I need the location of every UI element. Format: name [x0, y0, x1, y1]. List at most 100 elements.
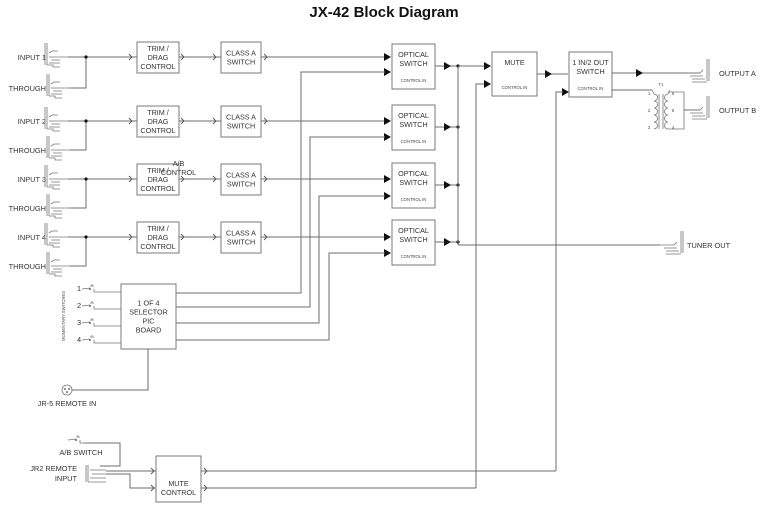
jack-sleeve [44, 165, 48, 187]
ab-switch [67, 435, 84, 444]
ab-control-wire [555, 91, 563, 471]
signal-chevron-icon [180, 175, 185, 183]
through-jack-4 [46, 252, 70, 277]
trim-drag-control-4-label: TRIM / [147, 224, 169, 233]
class-a-switch-4-frame [220, 221, 262, 254]
switch-pivot [89, 339, 91, 341]
trim-drag-control-3-label: TRIM / [147, 166, 169, 175]
mute-block-control-in-label: CONTROL IN [502, 85, 528, 90]
optical-switch-1-control-in-label: CONTROL IN [401, 78, 427, 83]
ab-switch-label: A/B SWITCH [59, 448, 102, 457]
junction-dot [84, 177, 88, 181]
signal-chevron-icon [128, 117, 133, 125]
signal-chevron-icon [263, 175, 268, 183]
jack-sleeve [46, 74, 50, 96]
trim-drag-control-3-label: CONTROL [140, 184, 175, 193]
signal-chevron-icon [128, 175, 133, 183]
signal-chevron-icon [150, 484, 155, 492]
jack-sleeve [44, 43, 48, 65]
signal-chevron-icon [263, 233, 268, 241]
jack-sleeve [680, 231, 684, 253]
momentary-switch-number-4: 4 [77, 335, 81, 344]
class-a-switch-4-label: SWITCH [227, 238, 255, 247]
output-b-jack [686, 96, 710, 120]
trim-drag-control-1-label: TRIM / [147, 44, 169, 53]
tuner-out-jack [660, 231, 684, 255]
signal-chevron-icon [203, 467, 208, 475]
transformer-secondary-coil [664, 93, 669, 130]
optical-switch-2-control-in-label: CONTROL IN [401, 139, 427, 144]
switch-contacts [67, 435, 84, 444]
jack-sleeve [44, 107, 48, 129]
ab-switch-wire [84, 442, 121, 467]
diagram-title: JX-42 Block Diagram [309, 4, 459, 21]
optical-switch-4-label: SWITCH [399, 235, 427, 244]
jr2-remote-jack [85, 465, 106, 483]
momentary-switch-number-2: 2 [77, 301, 81, 310]
junction-dot [84, 235, 88, 239]
signal-chevron-icon [263, 53, 268, 61]
class-a-switch-1-label: SWITCH [227, 58, 255, 67]
switch-pivot [89, 322, 91, 324]
jr5-wire [72, 349, 149, 391]
class-a-switch-3-label: SWITCH [227, 180, 255, 189]
trim-drag-control-1-label: CONTROL [140, 62, 175, 71]
trim-drag-control-1-frame [136, 41, 180, 74]
junction-dot [84, 55, 88, 59]
one-in-two-out-switch-frame [568, 51, 613, 98]
jack-contacts [88, 469, 106, 483]
selector-control-wire-1 [176, 71, 385, 294]
switch-pivot [89, 288, 91, 290]
signal-arrow-icon [444, 62, 451, 70]
jack-contacts [49, 259, 70, 277]
jack-contacts [49, 143, 70, 161]
mute-control-label: MUTE [168, 479, 189, 488]
input-jack-3 [44, 165, 68, 190]
output-a-label: OUTPUT A [719, 69, 756, 78]
momentary-switch-3 [81, 318, 121, 327]
jr2-remote-label-line1: JR2 REMOTE [30, 464, 77, 473]
transformer-pin: 1 [648, 91, 651, 96]
optical-switch-2-frame [391, 104, 436, 151]
signal-chevron-icon [212, 53, 217, 61]
ab-control-label: CONTROL [161, 168, 196, 177]
signal-arrow-icon [444, 238, 451, 246]
jack-contacts [47, 172, 68, 190]
jack-sleeve [85, 465, 89, 482]
input-jack-4 [44, 223, 68, 248]
optical-switch-3-label: OPTICAL [398, 169, 429, 178]
jack-sleeve [46, 194, 50, 216]
ab-control-label: A/B [173, 159, 185, 168]
signal-arrow-icon [444, 123, 451, 131]
transformer-pin: 5 [672, 108, 675, 113]
selector-pic-board-label: 1 OF 4 [138, 299, 160, 308]
mute-block: MUTE CONTROL IN [491, 51, 538, 97]
class-a-switch-4-label: CLASS A [226, 229, 256, 238]
tuner-out-label: TUNER OUT [687, 241, 731, 250]
transformer-pin: 4 [672, 125, 675, 130]
trim-drag-control-2-label: CONTROL [140, 126, 175, 135]
momentary-switch-number-1: 1 [77, 284, 81, 293]
signal-chevron-icon [263, 117, 268, 125]
transformer-core [658, 94, 664, 129]
through-label-4: THROUGH [9, 262, 46, 271]
one-in-two-out-switch-label: SWITCH [576, 67, 604, 76]
through-label-3: THROUGH [9, 204, 46, 213]
signal-arrow-icon [384, 133, 391, 141]
signal-arrow-icon [384, 249, 391, 257]
mute-block-label: MUTE [504, 58, 525, 67]
input-label-4: INPUT 4 [18, 233, 46, 242]
signal-arrow-icon [444, 181, 451, 189]
selector-control-wire-4 [176, 252, 385, 341]
junction-dot [84, 119, 88, 123]
momentary-switch-2 [81, 301, 121, 310]
jack-contacts [47, 50, 68, 68]
switch-contacts [81, 301, 121, 310]
